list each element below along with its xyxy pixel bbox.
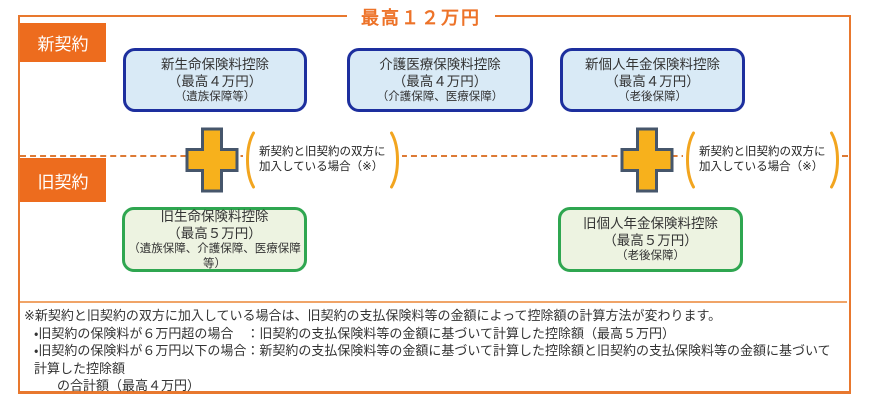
annotation-line1: 新契約と旧契約の双方に: [699, 146, 826, 158]
footnote-line3: ・旧契約の保険料が６万円以下の場合：新契約の支払保険料等の金額に基づいて計算した…: [34, 343, 831, 376]
box-title: 新個人年金保険料控除: [585, 56, 720, 72]
box-note: （老後保障）: [618, 90, 687, 103]
box-note: （遺族保障、介護保障、医療保障等）: [128, 242, 301, 270]
footnote-block: ※新契約と旧契約の双方に加入している場合は、旧契約の支払保険料等の金額によって控…: [24, 307, 842, 395]
old-contract-label: 旧契約: [20, 158, 106, 202]
both-contracts-annotation: 新契約と旧契約の双方に 加入している場合（※）: [683, 131, 842, 189]
bracket-right-icon: [389, 131, 399, 189]
footnote-line2: ・旧契約の保険料が６万円超の場合 ：旧契約の支払保険料等の金額に基づいて計算した…: [34, 325, 676, 341]
plus-icon: [185, 127, 239, 193]
box-title: 旧生命保険料控除: [160, 208, 269, 224]
old-contract-label-text: 旧契約: [37, 172, 89, 192]
annotation-line1: 新契約と旧契約の双方に: [259, 146, 386, 158]
new-contract-label: 新契約: [20, 23, 106, 62]
box-amount: （最高４万円）: [167, 73, 263, 89]
footnote-divider-line: [20, 301, 847, 303]
deduction-box-new-pension: 新個人年金保険料控除 （最高４万円） （老後保障）: [560, 48, 745, 112]
contract-split-dashed-line: [20, 155, 848, 157]
bracket-left-icon: [246, 131, 255, 189]
box-amount: （最高５万円）: [167, 225, 262, 241]
new-contract-label-text: 新契約: [37, 35, 89, 54]
footnote-line1: ※新契約と旧契約の双方に加入している場合は、旧契約の支払保険料等の金額によって控…: [24, 308, 722, 323]
annotation-line2: 加入している場合（※）: [699, 161, 824, 173]
bracket-left-icon: [686, 131, 695, 189]
diagram-title: 最高１２万円: [347, 4, 495, 30]
footnote-line4: の合計額（最高４万円）: [57, 378, 201, 393]
box-note: （遺族保障等）: [174, 90, 256, 103]
deduction-box-old-pension: 旧個人年金保険料控除 （最高５万円） （老後保障）: [558, 207, 743, 272]
annotation-line2: 加入している場合（※）: [259, 161, 384, 173]
deduction-box-care-medical: 介護医療保険料控除 （最高４万円） （介護保障、医療保障）: [347, 48, 533, 112]
box-title: 介護医療保険料控除: [379, 56, 501, 72]
box-amount: （最高５万円）: [603, 233, 698, 248]
bracket-right-icon: [829, 131, 839, 189]
deduction-box-old-life: 旧生命保険料控除 （最高５万円） （遺族保障、介護保障、医療保障等）: [122, 207, 307, 272]
box-title: 旧個人年金保険料控除: [583, 216, 718, 231]
box-note: （介護保障、医療保障）: [376, 90, 504, 103]
annotation-text: 新契約と旧契約の双方に 加入している場合（※）: [255, 145, 390, 175]
deduction-box-new-life: 新生命保険料控除 （最高４万円） （遺族保障等）: [123, 48, 307, 112]
both-contracts-annotation: 新契約と旧契約の双方に 加入している場合（※）: [243, 131, 402, 189]
annotation-text: 新契約と旧契約の双方に 加入している場合（※）: [695, 145, 830, 175]
box-title: 新生命保険料控除: [161, 56, 269, 72]
plus-icon: [620, 127, 674, 193]
box-amount: （最高４万円）: [605, 73, 700, 89]
box-amount: （最高４万円）: [392, 73, 488, 89]
box-note: （老後保障）: [616, 250, 685, 262]
